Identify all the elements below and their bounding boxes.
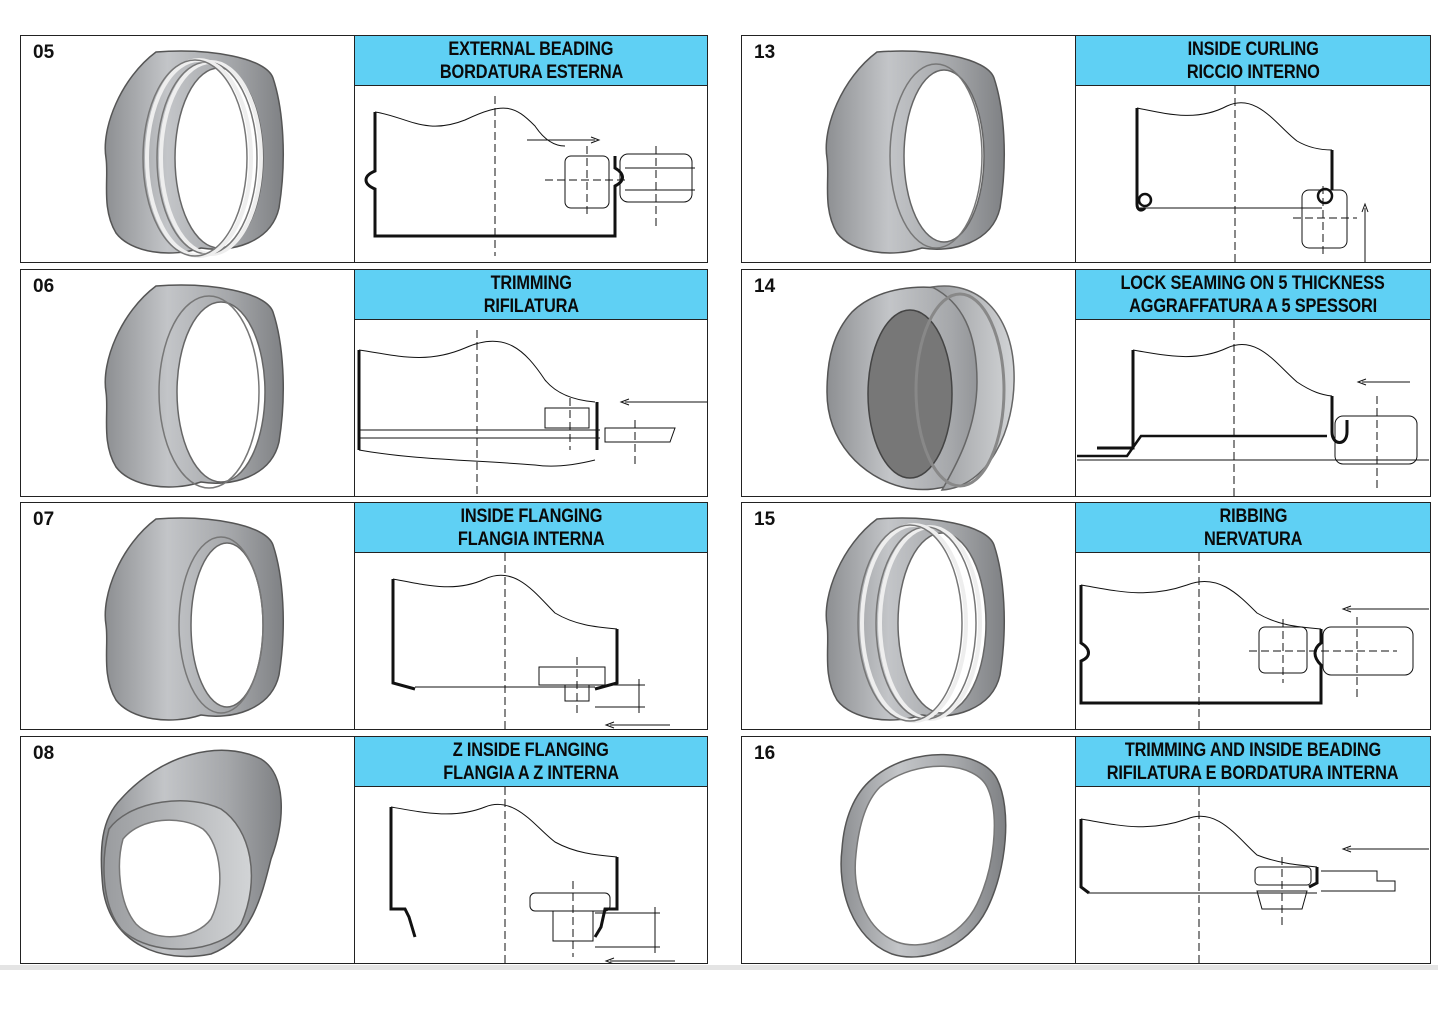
card-header: Z INSIDE FLANGING FLANGIA A Z INTERNA: [355, 737, 707, 787]
card-header: EXTERNAL BEADING BORDATURA ESTERNA: [355, 36, 707, 86]
ring-illustration: [61, 272, 311, 496]
card-number: 07: [33, 509, 55, 530]
process-sketch: [1076, 553, 1430, 729]
card-number: 15: [754, 509, 776, 530]
ring-illustration: [61, 38, 311, 262]
process-card-05: 05 EXTERNAL BEADING BORDATURA ESTERNA: [20, 35, 708, 263]
card-divider: [1075, 270, 1076, 496]
ring-illustration: [782, 38, 1032, 262]
title-en: INSIDE FLANGING: [460, 505, 602, 527]
title-it: BORDATURA ESTERNA: [439, 61, 623, 83]
card-divider: [354, 737, 355, 963]
process-sketch: [1076, 787, 1430, 963]
title-it: AGGRAFFATURA A 5 SPESSORI: [1129, 295, 1377, 317]
title-en: TRIMMING AND INSIDE BEADING: [1124, 739, 1382, 761]
process-sketch: [1076, 86, 1430, 262]
page-bottom-rule: [0, 965, 1438, 970]
title-en: RIBBING: [1219, 505, 1287, 527]
card-number: 13: [754, 42, 776, 63]
ring-illustration: [782, 739, 1032, 963]
process-sketch: [355, 787, 707, 963]
title-it: RICCIO INTERNO: [1186, 61, 1320, 83]
card-divider: [354, 270, 355, 496]
title-it: RIFILATURA E BORDATURA INTERNA: [1107, 762, 1399, 784]
title-en: TRIMMING: [490, 272, 572, 294]
process-sketch: [355, 86, 707, 262]
title-en: EXTERNAL BEADING: [448, 38, 614, 60]
process-card-14: 14 LOCK SEAMING ON 5 THICKNESS AGGRAFFAT…: [741, 269, 1431, 497]
card-header: INSIDE FLANGING FLANGIA INTERNA: [355, 503, 707, 553]
title-en: Z INSIDE FLANGING: [453, 739, 609, 761]
process-card-07: 07 INSIDE FLANGING FLANGIA INTERNA: [20, 502, 708, 730]
card-divider: [1075, 503, 1076, 729]
process-sketch: [355, 553, 707, 729]
card-number: 06: [33, 276, 55, 297]
process-sketch: [355, 320, 707, 496]
card-number: 08: [33, 743, 55, 764]
process-card-16: 16 TRIMMING AND INSIDE BEADING RIFILATUR…: [741, 736, 1431, 964]
title-it: NERVATURA: [1203, 528, 1303, 550]
ring-illustration: [782, 272, 1032, 496]
card-number: 05: [33, 42, 55, 63]
process-card-06: 06 TRIMMING RIFILATURA: [20, 269, 708, 497]
process-card-15: 15 RIBBING NERVATURA: [741, 502, 1431, 730]
title-it: RIFILATURA: [483, 295, 579, 317]
card-divider: [354, 36, 355, 262]
card-header: TRIMMING RIFILATURA: [355, 270, 707, 320]
ring-illustration: [61, 739, 311, 963]
card-number: 16: [754, 743, 776, 764]
card-divider: [1075, 36, 1076, 262]
card-header: TRIMMING AND INSIDE BEADING RIFILATURA E…: [1076, 737, 1430, 787]
ring-illustration: [782, 505, 1032, 729]
ring-illustration: [61, 505, 311, 729]
process-card-13: 13 INSIDE CURLING RICCIO INTERNO: [741, 35, 1431, 263]
title-en: LOCK SEAMING ON 5 THICKNESS: [1120, 272, 1386, 294]
card-header: RIBBING NERVATURA: [1076, 503, 1430, 553]
card-header: INSIDE CURLING RICCIO INTERNO: [1076, 36, 1430, 86]
process-card-08: 08 Z INSIDE FLANGING FLANGIA A Z INTERNA: [20, 736, 708, 964]
card-divider: [354, 503, 355, 729]
process-sketch: [1076, 320, 1430, 496]
card-divider: [1075, 737, 1076, 963]
title-en: INSIDE CURLING: [1187, 38, 1319, 60]
card-number: 14: [754, 276, 776, 297]
card-header: LOCK SEAMING ON 5 THICKNESS AGGRAFFATURA…: [1076, 270, 1430, 320]
title-it: FLANGIA A Z INTERNA: [443, 762, 619, 784]
title-it: FLANGIA INTERNA: [457, 528, 605, 550]
